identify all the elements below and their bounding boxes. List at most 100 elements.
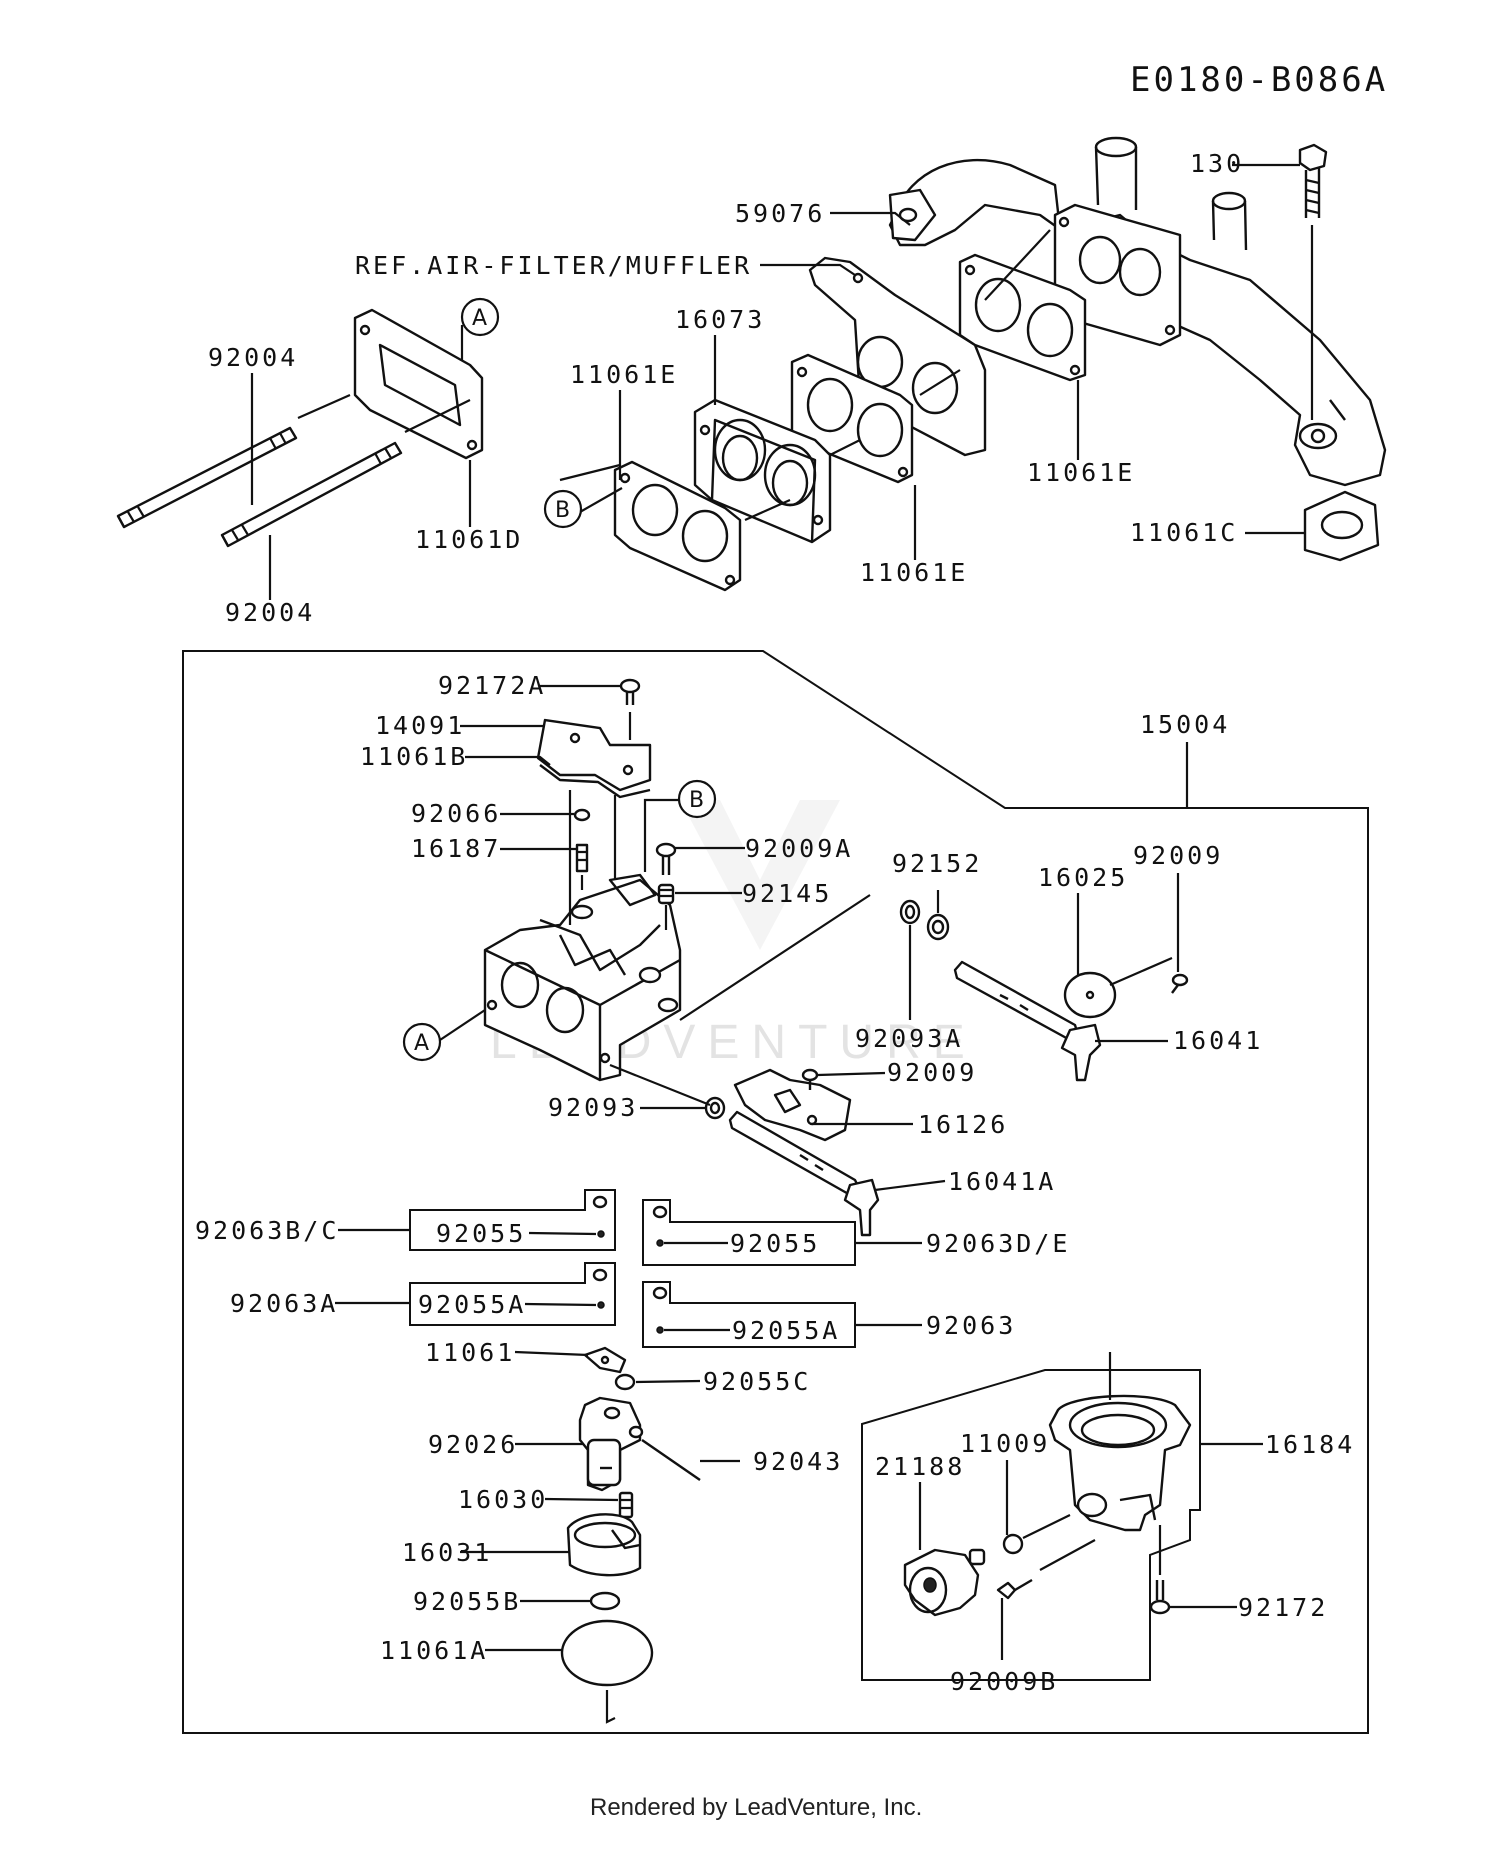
jet-bracket-92063A <box>409 1262 616 1326</box>
float-bowl-frame-16184 <box>861 1369 1201 1681</box>
gasket-11061D <box>353 308 484 460</box>
footer-credit: Rendered by LeadVenture, Inc. <box>590 1794 922 1821</box>
spring-92145 <box>657 883 675 905</box>
leader-11061 <box>514 1350 589 1357</box>
label-11061B: 11061B <box>360 742 468 771</box>
label-92055A-right: 92055A <box>732 1316 840 1345</box>
jet-bracket-92063DE <box>642 1199 856 1266</box>
screw-92009-mid <box>801 1068 819 1090</box>
throttle-plate-16126 <box>733 1068 852 1142</box>
label-11061E-left: 11061E <box>570 360 678 389</box>
label-92055-left: 92055 <box>436 1219 526 1248</box>
label-92055-right: 92055 <box>730 1229 820 1258</box>
label-92172: 92172 <box>1238 1593 1328 1622</box>
jet-16187 <box>575 843 589 873</box>
label-16187: 16187 <box>411 834 501 863</box>
bowl-guide <box>605 1690 616 1724</box>
label-11061: 11061 <box>425 1338 515 1367</box>
label-16041A: 16041A <box>948 1167 1056 1196</box>
label-16073: 16073 <box>675 305 765 334</box>
svg-text:A: A <box>414 1031 429 1056</box>
diagram-code: E0180-B086A <box>1130 60 1388 100</box>
screw-92043 <box>641 1439 701 1481</box>
screw-92172A <box>619 678 641 705</box>
label-11009: 11009 <box>960 1429 1050 1458</box>
seal-92152 <box>926 913 950 941</box>
label-92055B: 92055B <box>413 1587 521 1616</box>
label-16126: 16126 <box>918 1110 1008 1139</box>
throttle-shaft-16041A <box>728 1110 880 1237</box>
leader-callout-b-top <box>579 487 623 513</box>
alignment-lines-mid <box>568 790 871 1107</box>
gasket-11061E-left <box>613 460 742 592</box>
label-16030: 16030 <box>458 1485 548 1514</box>
washer-92093 <box>704 1096 726 1120</box>
fuel-solenoid-21188 <box>903 1548 986 1617</box>
oring-92055B <box>589 1591 621 1611</box>
leader-ref <box>760 263 856 276</box>
label-16184: 16184 <box>1265 1430 1355 1459</box>
label-ref-air-filter: REF.AIR-FILTER/MUFFLER <box>355 251 752 280</box>
label-92009-right: 92009 <box>1133 841 1223 870</box>
label-92009A: 92009A <box>745 834 853 863</box>
label-92004-bottom: 92004 <box>225 598 315 627</box>
plate-14091 <box>536 718 652 792</box>
leader-callout-a-lower <box>439 1009 486 1041</box>
label-92004-top: 92004 <box>208 343 298 372</box>
label-92043: 92043 <box>753 1447 843 1476</box>
intake-manifold-59076 <box>888 136 1387 487</box>
gasket-11061A <box>560 1619 654 1687</box>
gasket-11061B <box>539 764 651 799</box>
jet-bracket-92063BC <box>409 1189 616 1251</box>
callout-a-lower: A <box>402 1022 442 1062</box>
alignment-lines-bowl <box>1022 1514 1096 1571</box>
label-15004: 15004 <box>1140 710 1230 739</box>
oring-92055C <box>614 1373 636 1391</box>
leader-59076 <box>830 211 911 226</box>
label-59076: 59076 <box>735 199 825 228</box>
carburetor-assembly-frame-15004 <box>182 650 1369 1734</box>
oring-92066 <box>573 808 591 822</box>
choke-plate-guide <box>1109 956 1173 987</box>
leader-92055-left <box>528 1231 597 1236</box>
solenoid-92026 <box>578 1396 644 1492</box>
label-11061E-mid: 11061E <box>860 558 968 587</box>
label-16041: 16041 <box>1173 1026 1263 1055</box>
watermark-logo-icon <box>680 800 840 950</box>
screw-92009B <box>996 1578 1033 1600</box>
leader-92055A-left <box>524 1302 597 1307</box>
leader-16030 <box>544 1497 619 1502</box>
label-14091: 14091 <box>375 711 465 740</box>
svg-text:B: B <box>555 498 570 523</box>
jet-bracket-92063 <box>642 1281 856 1348</box>
screw-92009A <box>655 842 677 875</box>
gasket-11061 <box>583 1346 627 1374</box>
label-92145: 92145 <box>742 879 832 908</box>
washer-92093A <box>899 899 921 925</box>
leader-16041A <box>874 1179 946 1192</box>
callout-b-top: B <box>543 489 583 529</box>
insulator-16073 <box>693 398 832 544</box>
choke-shaft-16041 <box>953 960 1102 1082</box>
label-92172A: 92172A <box>438 671 546 700</box>
label-16031: 16031 <box>402 1538 492 1567</box>
alignment-lines-upper <box>297 229 1051 522</box>
leader-11061B <box>465 755 551 766</box>
leader-92009-mid <box>817 1071 886 1077</box>
label-21188: 21188 <box>875 1452 965 1481</box>
screw-92172 <box>1149 1580 1171 1615</box>
bolt-130 <box>1298 143 1328 218</box>
leader-92055C <box>635 1379 701 1384</box>
svg-text:B: B <box>689 788 704 813</box>
washer-11009 <box>1002 1533 1024 1555</box>
label-92066: 92066 <box>411 799 501 828</box>
stud-92004-lower <box>220 441 403 548</box>
label-92063A: 92063A <box>230 1289 338 1318</box>
choke-plate-16025 <box>1063 971 1117 1019</box>
float-16031 <box>566 1513 642 1577</box>
svg-text:A: A <box>472 306 487 331</box>
callout-a-top: A <box>460 297 500 337</box>
label-92063DE: 92063D/E <box>926 1229 1070 1258</box>
jet-16030 <box>618 1491 634 1519</box>
gasket-11061E-right <box>958 253 1087 382</box>
